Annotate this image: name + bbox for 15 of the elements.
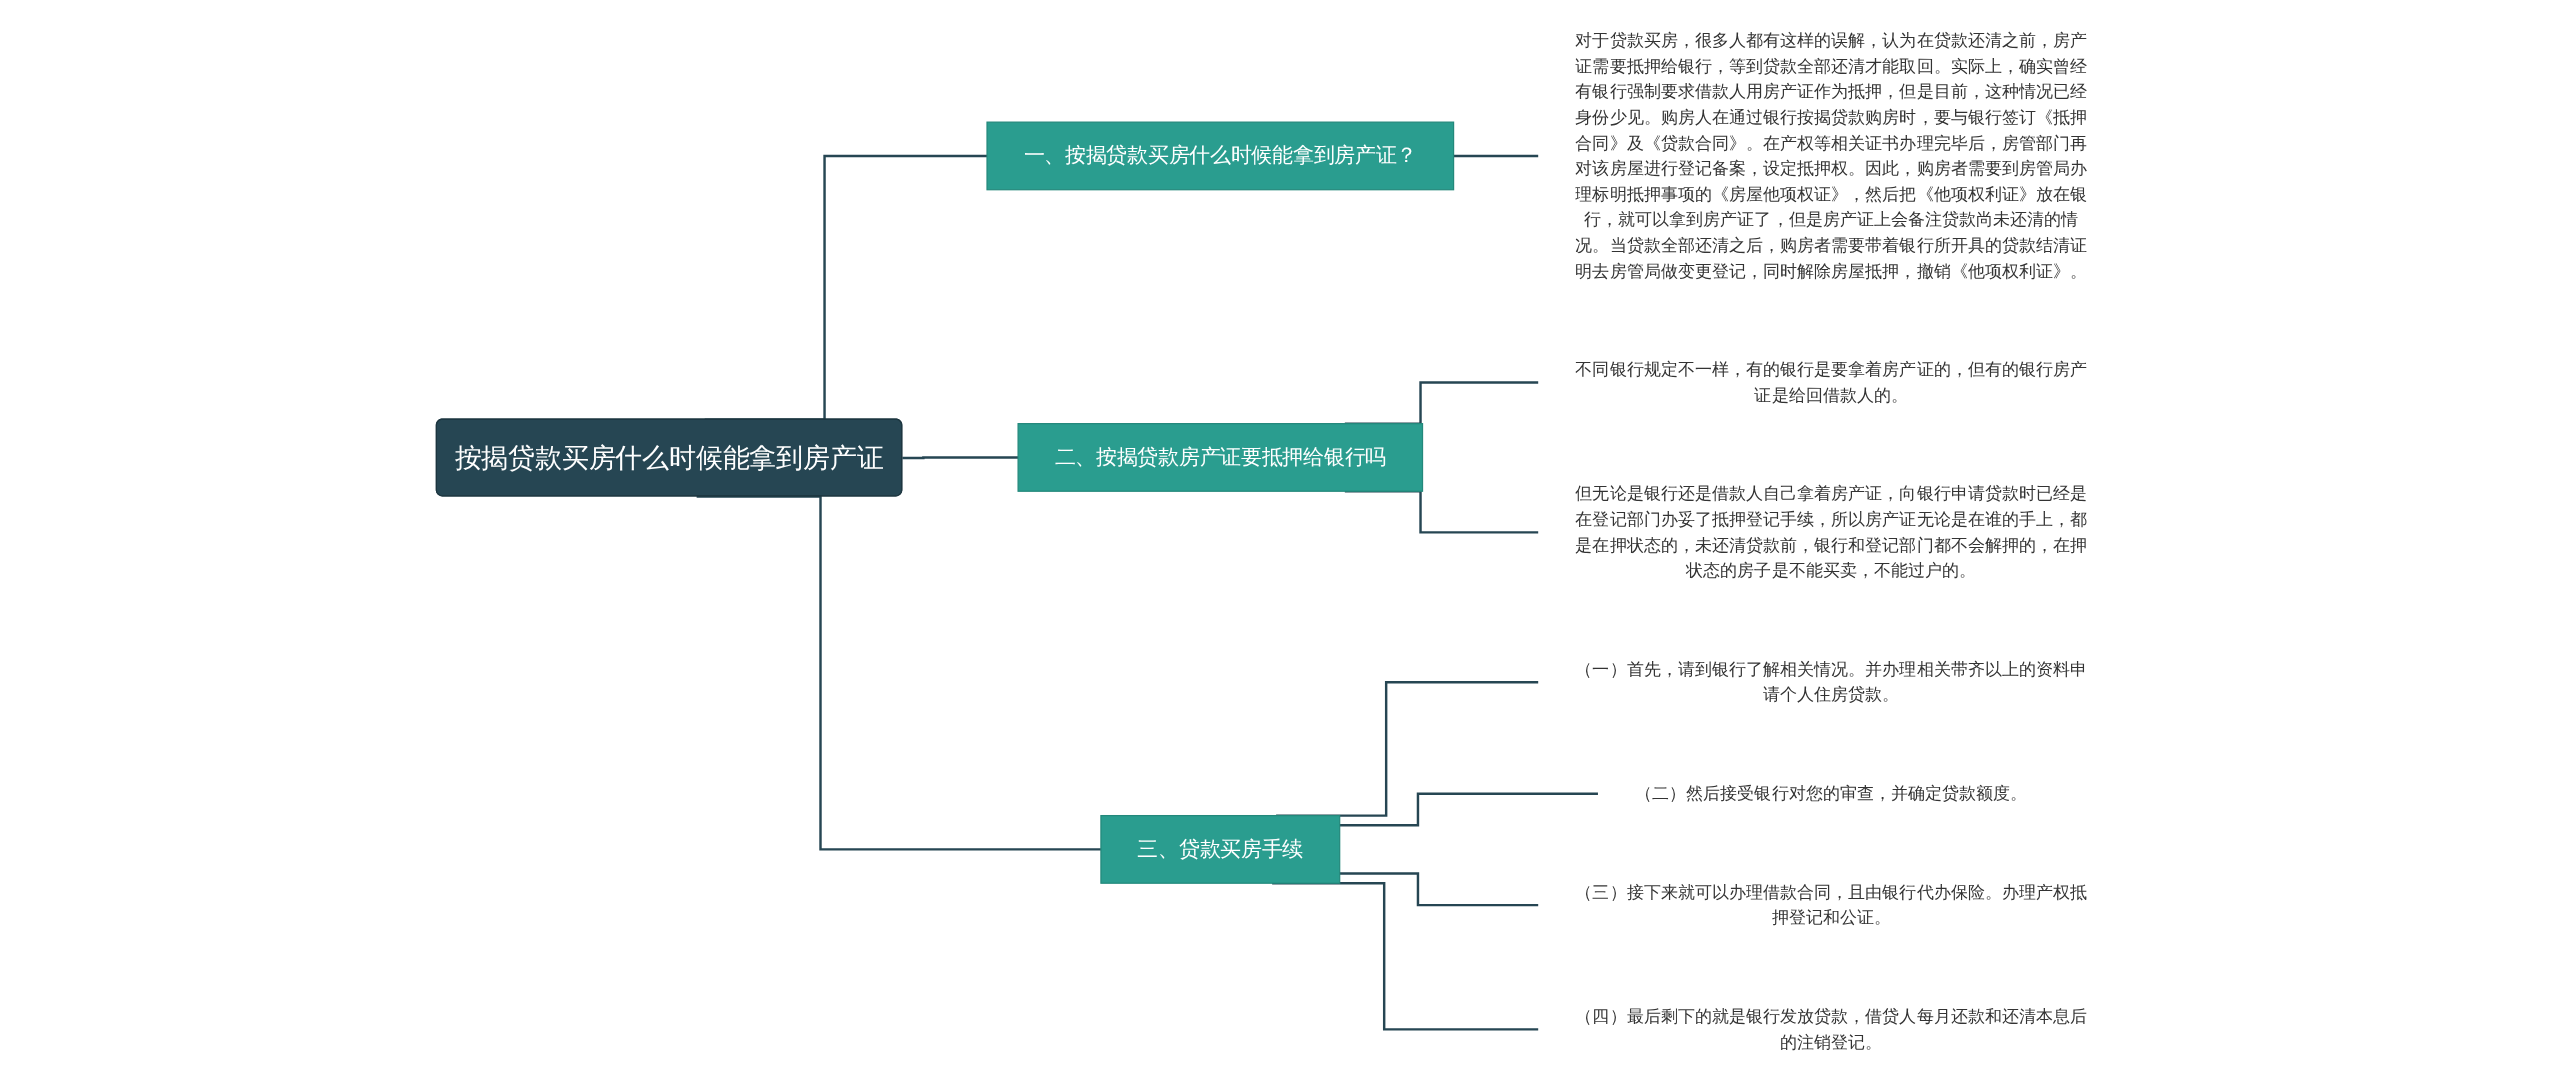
node-box: 二、按揭贷款房产证要抵押给银行吗 xyxy=(1017,423,1424,492)
node-text: （三）接下来就可以办理借款合同，且由银行代办保险。办理产权抵押登记和公证。 xyxy=(1575,881,2088,928)
node-text: （一）首先，请到银行了解相关情况。并办理相关带齐以上的资料申请个人住房贷款。 xyxy=(1575,659,2088,705)
connector xyxy=(1339,792,1599,827)
connector xyxy=(1339,872,1539,907)
connector xyxy=(1453,154,1539,158)
connector xyxy=(902,456,1019,460)
connector xyxy=(696,495,1101,851)
node-box: 三、贷款买房手续 xyxy=(1100,815,1341,884)
node-text: （四）最后剩下的就是银行发放贷款，借贷人每月还款和还清本息后的注销登记。 xyxy=(1575,1006,2088,1052)
node-box: 一、按揭贷款买房什么时候能拿到房产证？ xyxy=(986,121,1455,191)
node-text: 对于贷款买房，很多人都有这样的误解，认为在贷款还清之前，房产证需要抵押给银行，等到贷款全部还清才能取回。实际上，确实曾经有银行强制要求借款人用房产证作为抵押，但是目前，这种情况已经身份少见。购房人在通过银行按揭贷款购房时，要与银行签订《抵押合同》及《贷款合同》。在产权等相关证书办理完毕后，房管部门再对该房屋进行登记备案，设定抵押权。因此，购房者需要到房管局办理标明抵押事项的《房屋他项权证》，然后把《他项权利证》放在银行，就可以拿到房产证了，但是房产证上会备注贷款尚未还清的情况。当贷款全部还清之后，购房者需要带着银行所开具的贷款结清证明去房管局做变更登记，同时解除房屋抵押，撤销《他项权利证》。 xyxy=(1575,30,2088,281)
node-text: 不同银行规定不一样，有的银行是要拿着房产证的，但有的银行房产证是给回借款人的。 xyxy=(1575,359,2088,405)
node-text: （二）然后接受银行对您的审查，并确定贷款额度。 xyxy=(1635,783,2028,803)
node-text: 但无论是银行还是借款人自己拿着房产证，向银行申请贷款时已经是在登记部门办妥了抵押登记手续，所以房产证无论是在谁的手上，都是在押状态的，未还清贷款前，银行和登记部门都不会解押的，在押状态的房子是不能买卖，不能过户的。 xyxy=(1575,483,2088,580)
